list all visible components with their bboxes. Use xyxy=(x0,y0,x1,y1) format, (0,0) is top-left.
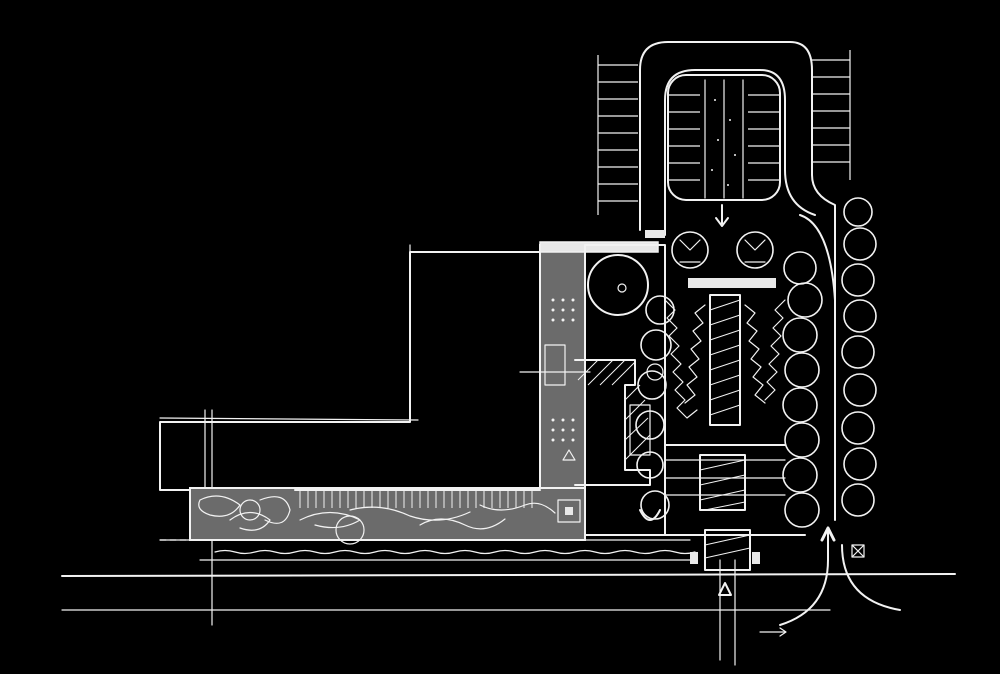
central-axis-walk xyxy=(664,278,806,596)
new-building-wing xyxy=(189,241,659,541)
street-tree-row-inner xyxy=(782,251,823,528)
garden-swirls xyxy=(198,489,556,545)
courtyard-trees-left xyxy=(635,231,774,520)
planting-beds xyxy=(664,299,786,419)
existing-building-outline xyxy=(159,244,541,491)
street-tree-row-outer xyxy=(841,197,877,558)
entry-drive xyxy=(759,214,901,637)
courtyard xyxy=(574,244,666,536)
parking-lot xyxy=(597,41,851,521)
